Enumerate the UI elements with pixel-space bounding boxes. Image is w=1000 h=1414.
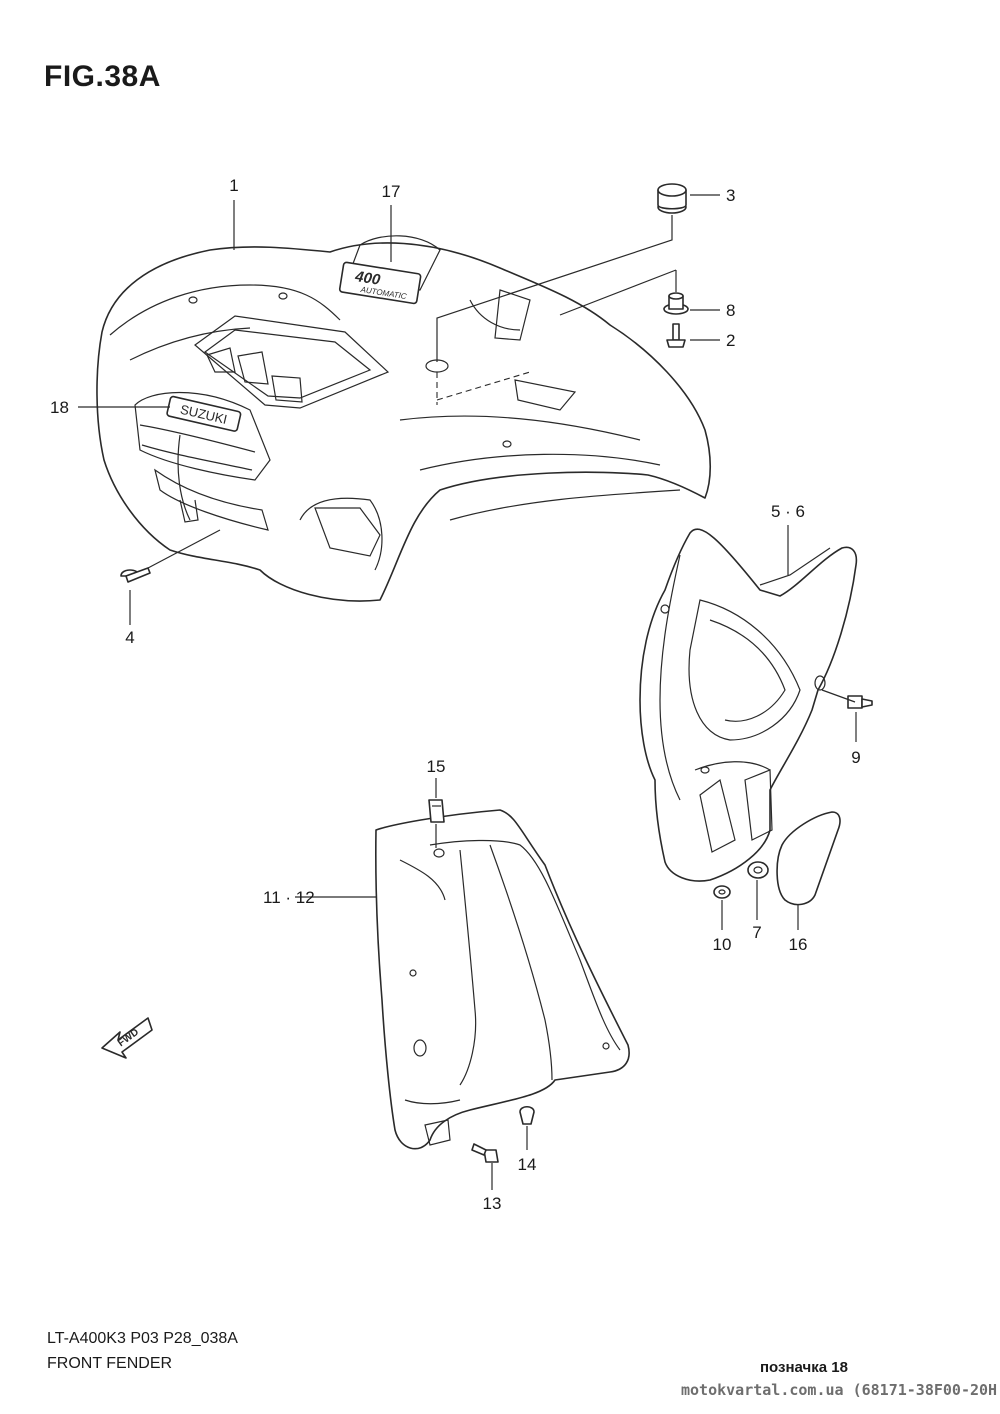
source-watermark: motokvartal.com.ua (68171-38F00-20H (681, 1381, 998, 1399)
leader-lines (78, 194, 857, 1190)
grille (134, 391, 271, 531)
section-name: FRONT FENDER (47, 1355, 173, 1372)
callout-9: 9 (851, 748, 860, 767)
front-fender (96, 235, 711, 602)
emblem-400: 400 (353, 268, 382, 289)
callout-8: 8 (726, 301, 735, 320)
marker-label: позначка 18 (760, 1359, 848, 1376)
callout-11-12: 11 · 12 (263, 888, 315, 907)
automatic-emblem: 400 AUTOMATIC (338, 261, 422, 305)
figure-title: FIG.38A (44, 60, 161, 93)
washer-10 (713, 885, 731, 899)
clip-15 (428, 799, 445, 823)
collar-8 (663, 292, 689, 315)
callout-labels: 1 17 3 8 2 18 4 5 · 6 9 15 11 · 12 10 7 … (50, 176, 861, 1213)
rivet-14 (519, 1105, 535, 1125)
inner-panel-5-6 (639, 528, 858, 882)
forward-arrow-icon: FWD (101, 1017, 153, 1059)
cover-16 (776, 811, 841, 906)
callout-3: 3 (726, 186, 735, 205)
callout-18: 18 (50, 398, 69, 417)
mud-guard-11-12 (375, 809, 630, 1150)
screw-9 (847, 695, 873, 709)
callout-16: 16 (789, 935, 808, 954)
spacer-7 (747, 861, 769, 879)
callout-14: 14 (518, 1155, 537, 1174)
callout-1: 1 (229, 176, 238, 195)
callout-17: 17 (382, 182, 401, 201)
callout-10: 10 (713, 935, 732, 954)
screw-4 (120, 567, 151, 583)
grommet-3 (657, 183, 687, 214)
model-code: LT-A400K3 P03 P28_038A (47, 1330, 238, 1347)
callout-15: 15 (427, 757, 446, 776)
callout-5-6: 5 · 6 (771, 502, 805, 521)
bolt-2 (666, 323, 686, 348)
callout-2: 2 (726, 331, 735, 350)
callout-13: 13 (483, 1194, 502, 1213)
callout-4: 4 (125, 628, 134, 647)
screw-13 (471, 1143, 499, 1163)
callout-7: 7 (752, 923, 761, 942)
